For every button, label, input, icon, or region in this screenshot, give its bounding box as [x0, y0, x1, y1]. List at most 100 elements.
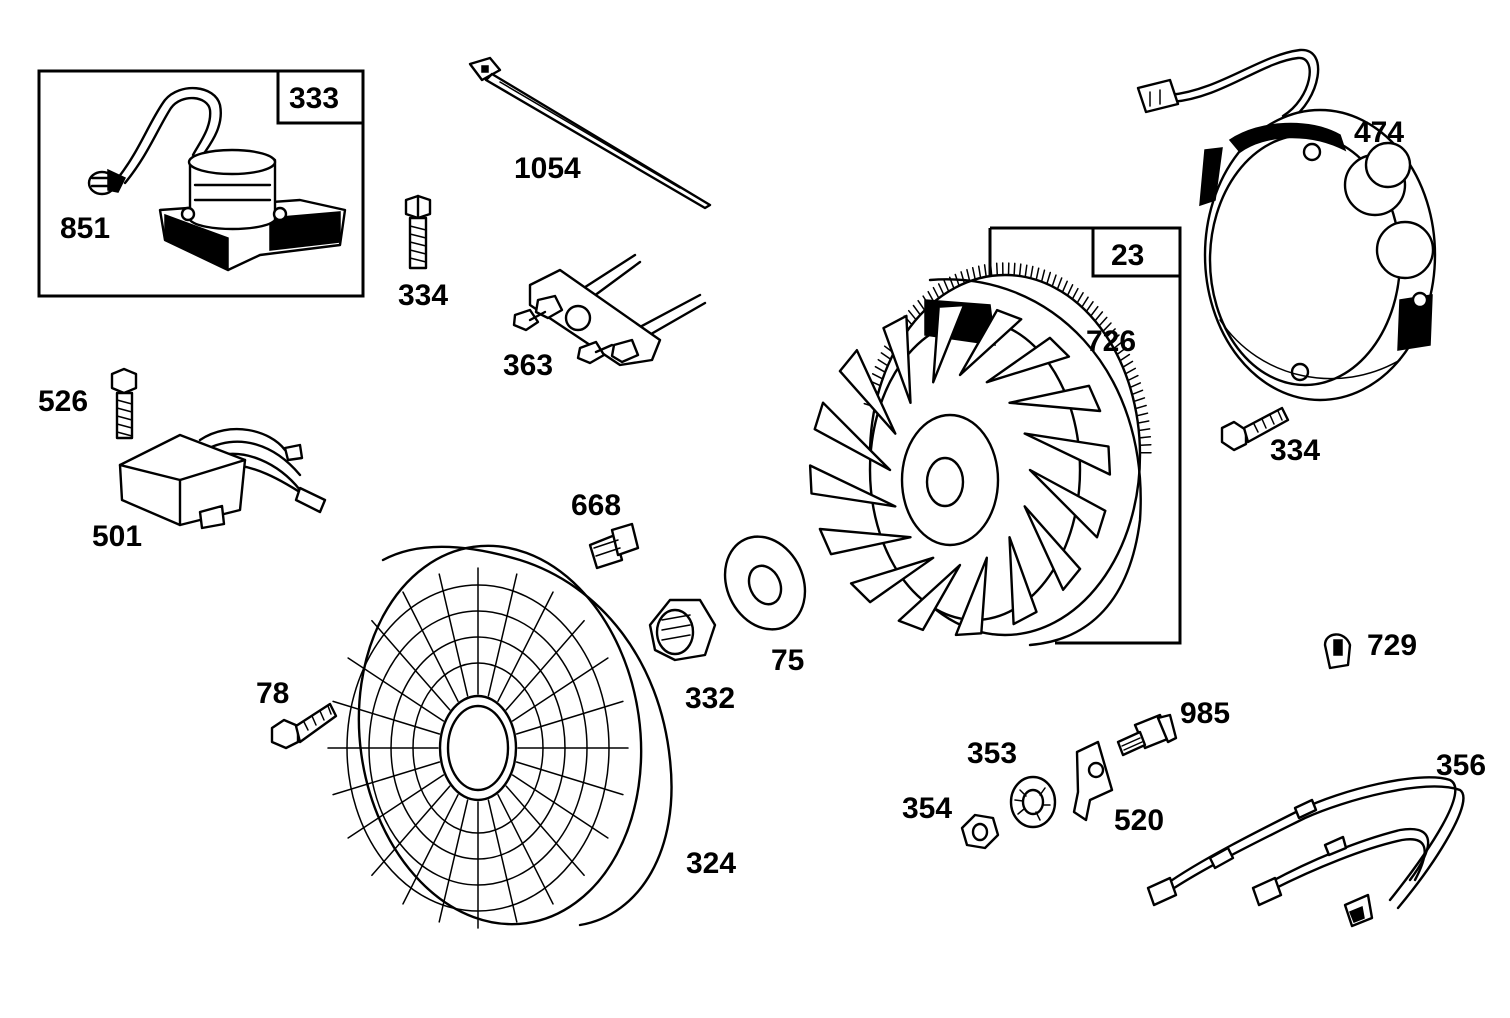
ring-gear-tooth [1109, 334, 1120, 344]
ring-gear-tooth [971, 266, 976, 281]
ring-gear-tooth [989, 263, 993, 277]
rectifier-regulator[interactable] [118, 427, 327, 530]
ring-gear-tooth [1098, 316, 1108, 327]
fan-screen[interactable] [327, 527, 673, 942]
ring-gear-tooth [960, 271, 966, 285]
lock-washer[interactable] [1009, 775, 1057, 829]
callout-356: 356 [1436, 749, 1486, 782]
flywheel-fin [958, 308, 1023, 377]
callout-1054: 1054 [514, 152, 581, 185]
ring-gear-tooth [1106, 328, 1116, 338]
callout-75: 75 [771, 644, 804, 677]
ring-gear-tooth [983, 264, 987, 278]
callout-729: 729 [1367, 629, 1417, 662]
ring-gear-tooth [912, 304, 922, 316]
ring-gear-tooth [1035, 267, 1040, 281]
fan-screen-spoke [505, 785, 585, 877]
ring-gear-tooth [932, 286, 940, 299]
screw-334-right[interactable] [1220, 406, 1290, 452]
ring-gear-tooth [880, 352, 892, 361]
wire-terminal[interactable] [87, 168, 127, 196]
flywheel-nut[interactable] [648, 598, 717, 662]
fan-screen-spoke [497, 794, 554, 905]
ground-terminal[interactable] [1116, 713, 1178, 757]
cable-tie[interactable] [468, 56, 712, 210]
callout-353: 353 [967, 737, 1017, 770]
screw-526[interactable] [110, 367, 138, 440]
flywheel-puller[interactable] [512, 253, 707, 367]
callout-labels: 333 851 334 1054 363 23 726 474 334 526 … [38, 82, 1486, 880]
flywheel-fin [818, 527, 912, 556]
ring-gear-tooth [1127, 374, 1139, 382]
ring-gear-tooth [1013, 262, 1016, 277]
screw-78[interactable] [270, 702, 338, 750]
flywheel-fin [985, 336, 1071, 384]
ring-gear-tooth [995, 262, 999, 277]
flywheel[interactable] [808, 262, 1152, 647]
ring-gear-tooth [1122, 360, 1134, 368]
cable-clip[interactable] [1323, 633, 1352, 670]
ring-gear-tooth [1024, 264, 1028, 278]
callout-324: 324 [686, 847, 736, 880]
alternator-stator[interactable] [1136, 48, 1437, 402]
fan-screen-spoke [402, 591, 459, 702]
ring-gear-tooth [1081, 296, 1089, 308]
ground-bracket[interactable] [1072, 740, 1114, 822]
fan-screen-spoke [505, 619, 585, 711]
callout-668: 668 [571, 489, 621, 522]
ignition-armature[interactable] [116, 86, 347, 272]
ring-gear-tooth [1040, 269, 1046, 283]
callout-363: 363 [503, 349, 553, 382]
fan-screen-spoke [438, 799, 469, 923]
flywheel-fin [808, 464, 897, 508]
ring-gear-tooth [1136, 412, 1149, 417]
ring-gear-tooth [1046, 271, 1052, 285]
ring-gear-tooth [1071, 287, 1079, 300]
flywheel-fin [882, 314, 912, 404]
ring-gear-tooth [1018, 263, 1022, 277]
callout-851: 851 [60, 212, 110, 245]
screw-334-left[interactable] [404, 194, 432, 270]
ring-gear-tooth [1131, 389, 1144, 396]
ring-gear-tooth [1076, 292, 1084, 304]
washer-75[interactable] [710, 523, 819, 642]
callout-520: 520 [1114, 804, 1164, 837]
hex-nut[interactable] [960, 813, 1000, 850]
flywheel-fin [849, 556, 935, 604]
wire-harness[interactable] [1146, 776, 1465, 928]
ring-gear-tooth [1137, 428, 1151, 432]
callout-78: 78 [256, 677, 289, 710]
fan-screen-spoke [487, 799, 518, 923]
ring-gear-tooth [1116, 347, 1127, 356]
fan-screen-spoke [371, 785, 451, 877]
flywheel-fin [954, 556, 988, 637]
ring-gear-tooth [937, 283, 945, 296]
ring-gear-tooth [874, 365, 886, 373]
flywheel-fin [897, 563, 962, 632]
ring-gear-tooth [1139, 443, 1152, 447]
ring-gear-tooth [1094, 311, 1104, 322]
callout-474: 474 [1354, 116, 1404, 149]
ring-gear-tooth [1102, 322, 1112, 333]
fan-retainer-668[interactable] [588, 522, 640, 570]
ring-gear-tooth [1061, 280, 1068, 293]
ring-gear-tooth [877, 358, 889, 367]
fan-screen-spoke [497, 591, 554, 702]
callout-333: 333 [289, 82, 339, 115]
flywheel-fin [1008, 536, 1038, 626]
flywheel-fin [838, 349, 897, 435]
callout-526: 526 [38, 385, 88, 418]
flywheel-fin [813, 401, 892, 472]
callout-23: 23 [1111, 239, 1144, 272]
kit-box-333 [37, 69, 365, 298]
ring-gear-tooth [1138, 436, 1152, 439]
ring-gear-tooth [977, 265, 982, 279]
callout-354: 354 [902, 792, 952, 825]
callout-501: 501 [92, 520, 142, 553]
fan-screen-ring [390, 636, 566, 860]
flywheel-fin [1023, 432, 1112, 476]
flywheel-fin [1008, 384, 1102, 413]
callout-332: 332 [685, 682, 735, 715]
ring-gear-tooth [1137, 420, 1150, 424]
